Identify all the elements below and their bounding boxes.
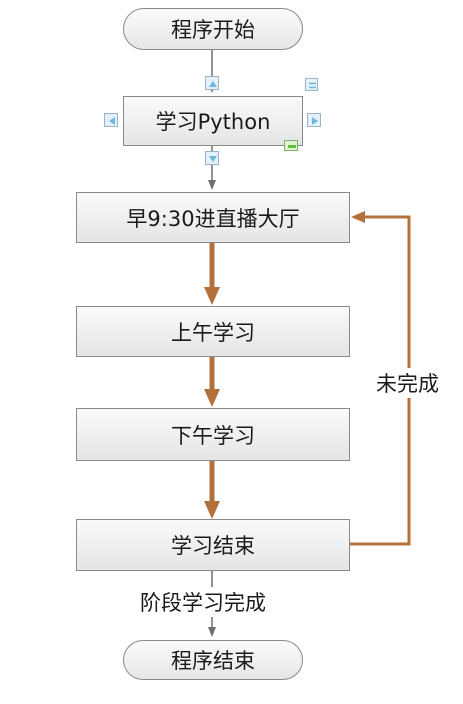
end-node-label: 程序结束	[171, 649, 255, 673]
start-node[interactable]: 程序开始	[123, 8, 303, 50]
connect-down-handle-icon[interactable]	[205, 151, 219, 165]
morning-study-node[interactable]: 上午学习	[76, 306, 350, 357]
live-room-node-label: 早9:30进直播大厅	[126, 206, 300, 231]
resize-handle-icon[interactable]	[284, 140, 298, 151]
morning-study-node-label: 上午学习	[171, 320, 255, 345]
stage-done-label: 阶段学习完成	[138, 587, 268, 617]
shape-menu-icon[interactable]	[305, 78, 318, 91]
not-done-label: 未完成	[374, 368, 441, 398]
learn-python-node[interactable]: 学习Python	[123, 96, 303, 146]
afternoon-study-node-label: 下午学习	[171, 423, 255, 448]
start-node-label: 程序开始	[171, 18, 255, 42]
study-end-node-label: 学习结束	[171, 534, 255, 558]
connect-left-handle-icon[interactable]	[104, 113, 118, 127]
study-end-node[interactable]: 学习结束	[76, 519, 350, 571]
learn-python-node-label: 学习Python	[155, 110, 271, 134]
live-room-node[interactable]: 早9:30进直播大厅	[76, 192, 350, 243]
connect-up-handle-icon[interactable]	[205, 76, 219, 90]
connect-right-handle-icon[interactable]	[307, 113, 321, 127]
afternoon-study-node[interactable]: 下午学习	[76, 408, 350, 461]
end-node[interactable]: 程序结束	[123, 640, 303, 680]
